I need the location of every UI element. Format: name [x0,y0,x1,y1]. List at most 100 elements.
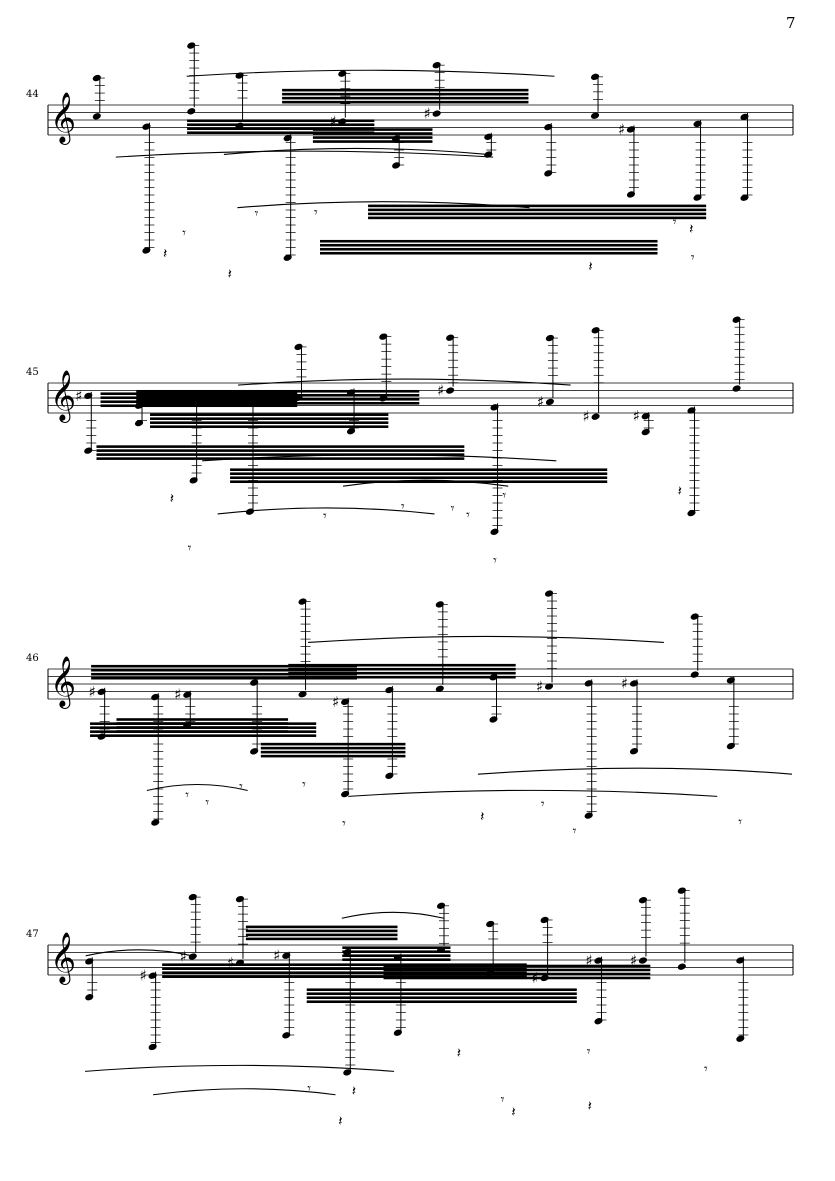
rest: 𝄾 [466,507,470,523]
system-3: 46𝄞♯♯♯♯♯𝄾𝄾𝄾𝄾𝄾𝄾𝄽𝄾𝄾 [26,590,794,840]
sharp-sign: ♯ [437,382,444,400]
notehead [188,953,197,960]
notehead [250,748,259,755]
sharp-sign: ♯ [583,408,590,426]
notehead [584,812,593,819]
beam [150,413,389,416]
notehead [590,112,600,119]
beam [150,421,389,424]
notehead [484,151,493,158]
rest: 𝄽 [352,1083,356,1099]
rest: 𝄾 [704,1061,708,1077]
beam [306,1000,577,1004]
notehead [97,688,106,696]
notehead [92,113,101,120]
beam [116,726,289,729]
notehead [489,716,498,723]
treble-clef: 𝄞 [50,656,76,709]
tie [237,201,530,209]
beam [136,393,420,397]
system-1: 44𝄞♯♯♯𝄾𝄽𝄾𝄽𝄽𝄾𝄽𝄾𝄾 [26,42,794,282]
rest: 𝄾 [188,540,192,556]
notehead [591,413,600,420]
measure-number: 44 [26,89,39,100]
beam [319,243,658,247]
notehead [677,887,686,894]
notehead [294,343,303,351]
beam [136,401,420,405]
notehead [690,671,699,678]
notehead [341,790,350,798]
notehead [736,957,745,964]
beam [312,136,433,139]
measure-number: 46 [26,653,39,664]
notehead [245,508,255,515]
system-2: 45𝄞♯♯♯♯♯♯𝄾𝄾𝄾𝄾𝄾𝄾𝄽𝄽𝄾 [26,316,794,569]
beam [230,480,608,484]
rest: 𝄾 [587,1044,591,1060]
rest: 𝄾 [493,553,497,569]
notehead [544,683,554,690]
beam [260,742,406,746]
beam [342,958,451,961]
tie [238,378,571,386]
notehead [626,126,636,133]
rest: 𝄾 [302,777,306,793]
sharp-sign: ♯ [424,105,431,123]
measure-number: 45 [26,367,39,378]
notehead [544,590,554,597]
tie [477,767,793,775]
beam [136,397,420,401]
notehead [85,958,94,965]
beam [150,425,389,428]
beam [306,996,577,1000]
notehead [687,407,696,414]
notehead [298,691,307,698]
beam [162,967,527,971]
beam [260,750,406,754]
beam [90,734,317,737]
notehead [638,957,648,964]
notehead [544,123,553,131]
sharp-sign: ♯ [621,674,628,692]
beam [342,950,451,953]
rest: 𝄾 [185,788,189,804]
beam [282,96,529,100]
notehead [690,613,699,620]
tie [115,150,494,158]
notehead [629,748,639,755]
notehead [626,191,636,198]
sharp-sign: ♯ [174,686,181,704]
notehead [188,893,197,901]
rest: 𝄾 [182,225,186,241]
beam [288,667,516,671]
notehead [148,972,157,979]
beam [306,988,577,992]
notehead [151,693,160,701]
rest: 𝄾 [401,499,405,515]
rest: 𝄽 [457,1045,461,1061]
notehead [346,428,356,435]
notehead [338,70,347,77]
treble-clef: 𝄞 [50,370,76,423]
beam [260,754,406,758]
beam [116,722,289,725]
beam [368,204,707,208]
rest: 𝄽 [588,1098,592,1114]
rest: 𝄽 [228,266,232,282]
notehead [594,1018,603,1025]
rest: 𝄾 [502,488,506,504]
beam [116,718,289,721]
sharp-sign: ♯ [332,693,339,711]
notehead [641,413,650,420]
rest: 𝄾 [205,795,209,811]
rest: 𝄾 [691,250,695,266]
tie [342,479,509,487]
notehead [446,334,455,341]
notehead [341,698,350,706]
beam [116,730,289,733]
notehead [687,509,696,517]
sharp-sign: ♯ [140,967,147,985]
notehead [490,528,499,535]
